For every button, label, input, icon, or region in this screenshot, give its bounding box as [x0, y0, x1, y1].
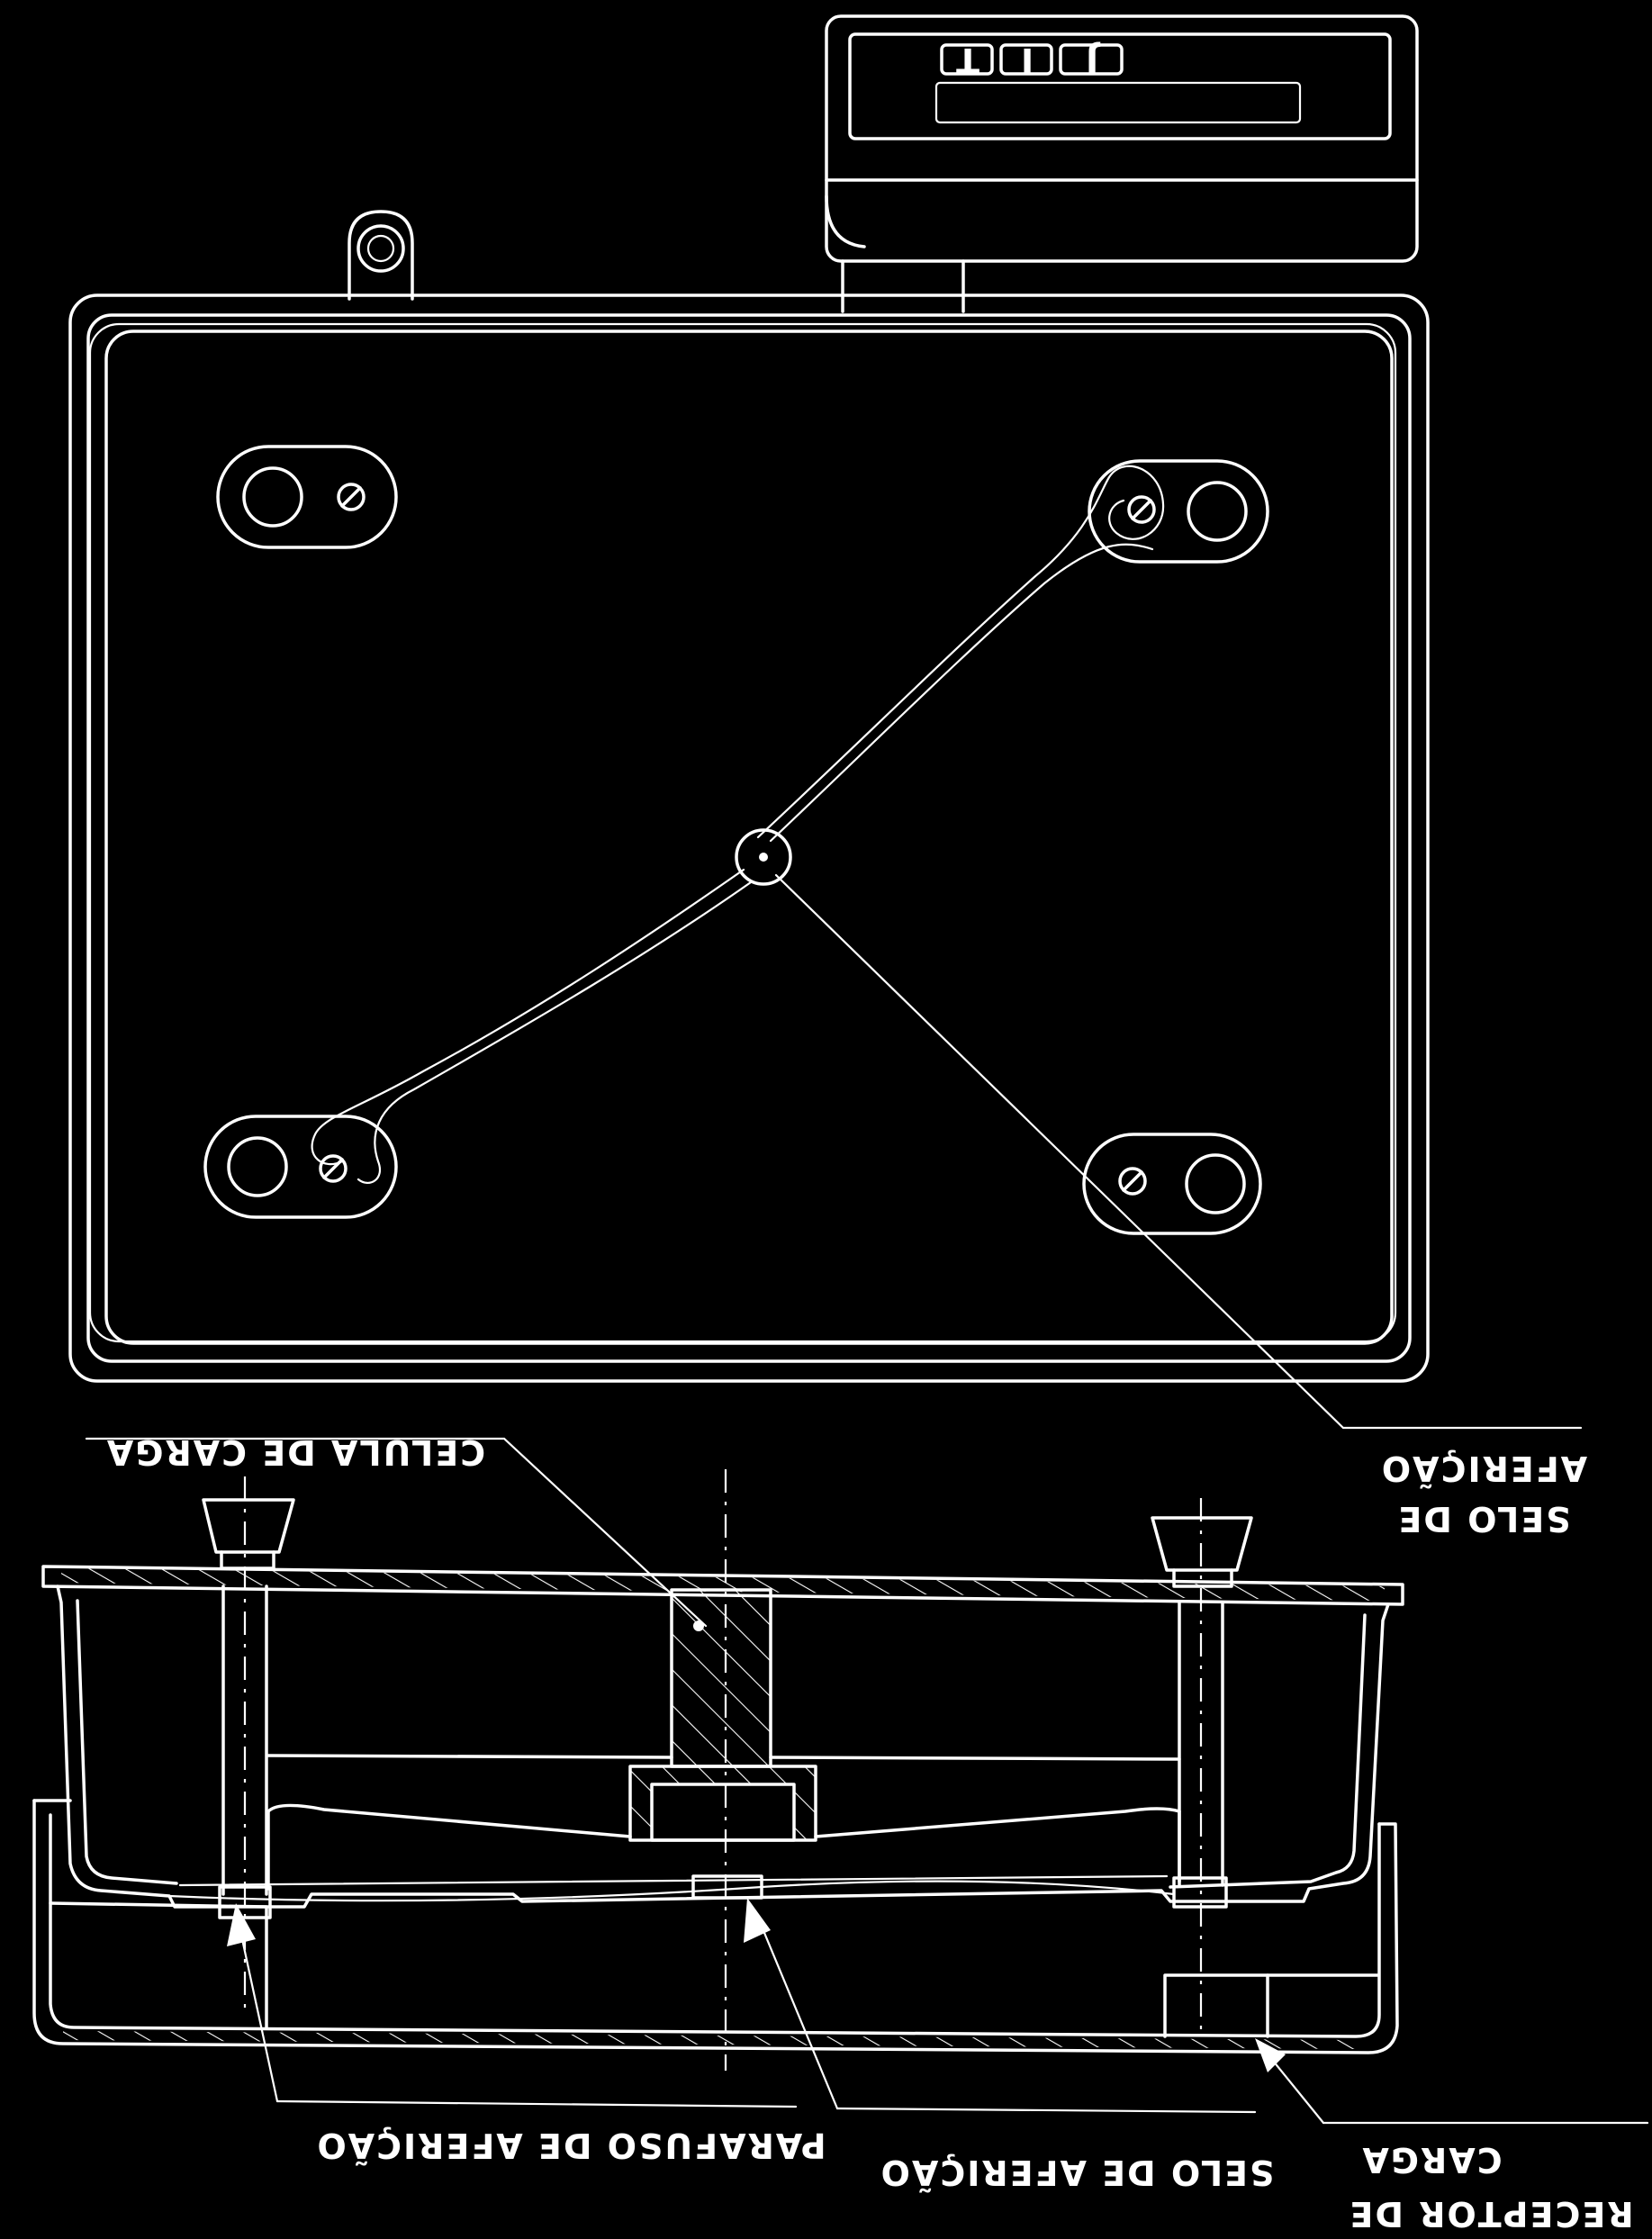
label-selo-top-line1: SELO DE	[1396, 1499, 1570, 1539]
label-parafuso-de-afericao: PARAFUSO DE AFERIÇÃO	[315, 2126, 826, 2165]
foot-bottom-left	[203, 1115, 398, 1219]
load-cell	[266, 1588, 1181, 1891]
leader-parafuso	[275, 2099, 798, 2108]
display-key-t[interactable]: T	[940, 41, 994, 80]
base-tray	[32, 1799, 1399, 2054]
screw-bottom-right	[1118, 1167, 1147, 1196]
platform-section-view	[32, 1437, 1649, 2125]
labels: CELULA DE CARGA SELO DE AFERIÇÃO PARAFUS…	[105, 1432, 1634, 2234]
seal-wire	[311, 465, 1583, 1430]
hanging-lug	[348, 210, 414, 301]
label-selo-top-line2: AFERIÇÃO	[1380, 1449, 1587, 1488]
leader-celula	[85, 1437, 708, 1628]
label-celula-de-carga: CELULA DE CARGA	[105, 1432, 485, 1472]
label-receptor-line2: CARGA	[1360, 2140, 1502, 2180]
platform-top-view	[68, 210, 1583, 1430]
right-leveling-bolt	[1151, 1498, 1253, 2035]
display-key-j-label: J	[1084, 41, 1101, 80]
display-unit: T I J	[825, 14, 1419, 313]
display-key-t-label: T	[954, 41, 979, 80]
screw-bottom-left	[319, 1154, 348, 1183]
left-leveling-bolt	[202, 1476, 295, 2017]
leader-selo-bottom	[835, 2107, 1257, 2114]
top-plate	[41, 1565, 1404, 1606]
foot-top-right	[1088, 459, 1269, 564]
display-key-i-label: I	[1019, 41, 1034, 80]
display-key-i[interactable]: I	[999, 41, 1053, 80]
screw-top-right	[1127, 495, 1156, 524]
display-key-j[interactable]: J	[1059, 41, 1124, 80]
label-selo-de-afericao: SELO DE AFERIÇÃO	[880, 2153, 1275, 2192]
screw-top-left	[337, 483, 366, 511]
center-seal	[735, 828, 792, 886]
label-receptor-line1: RECEPTOR DE	[1348, 2194, 1633, 2234]
foot-bottom-right	[1082, 1133, 1262, 1235]
foot-top-left	[216, 445, 398, 549]
display-screen	[934, 81, 1302, 124]
